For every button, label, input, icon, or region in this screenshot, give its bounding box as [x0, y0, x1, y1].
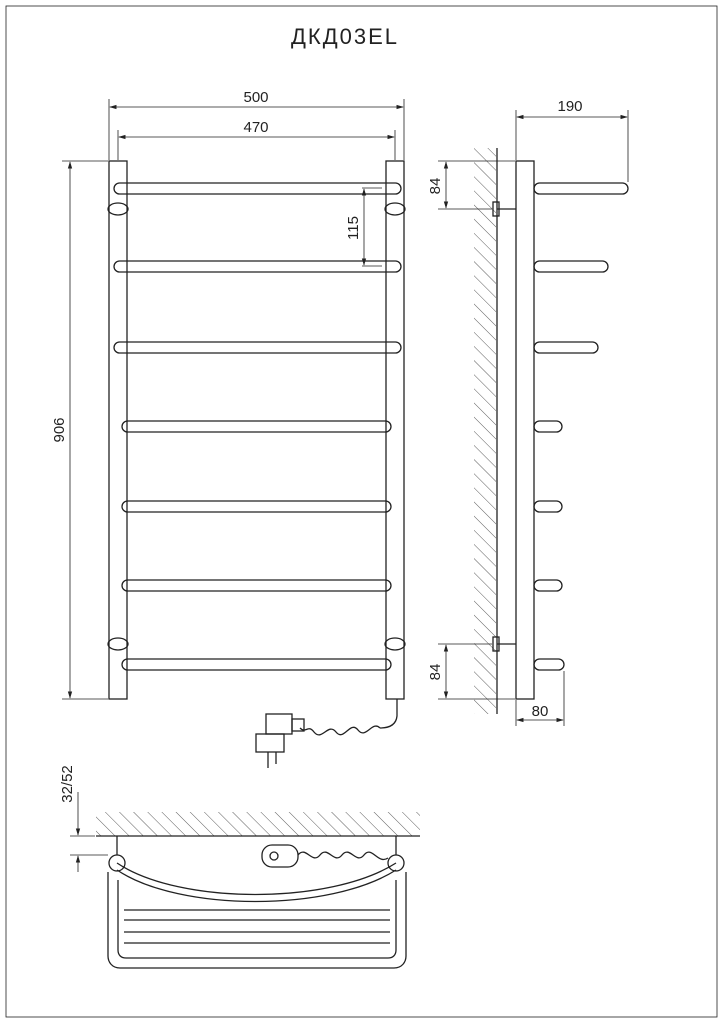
top-u-bar-outer: [107, 872, 407, 969]
bracket-top-right: [384, 202, 406, 216]
crossbar-2: [113, 260, 402, 273]
front-view: 500 470 906 115: [51, 89, 406, 768]
crossbar-4: [121, 420, 392, 433]
bracket-bottom-left: [107, 637, 129, 651]
top-curved-rail-outer: [116, 862, 397, 896]
dim-mount-top: 84: [427, 178, 444, 195]
right-rail: [385, 160, 405, 700]
dim-wall-gap: 32/52: [59, 765, 76, 803]
crossbar-6: [121, 579, 392, 592]
plug-body: [265, 713, 293, 735]
top-rail-right: [387, 854, 405, 872]
bracket-top-left: [107, 202, 129, 216]
top-rail-left: [108, 854, 126, 872]
top-view: 32/52: [59, 765, 420, 969]
side-bar-2: [533, 260, 609, 273]
top-curved-rail-inner: [116, 869, 397, 903]
dim-bar-pitch: 115: [345, 216, 362, 240]
top-plug: [261, 844, 299, 868]
plug-head: [255, 733, 285, 753]
top-u-bar-inner: [117, 880, 397, 959]
dim-depth: 190: [557, 98, 582, 115]
wall-hatching: [474, 148, 496, 714]
power-cable-start: [379, 699, 398, 729]
dim-height: 906: [51, 417, 68, 442]
dim-wall-offset: 80: [532, 703, 549, 720]
side-view: 190 84 84 80: [427, 98, 629, 726]
side-bar-6: [533, 579, 563, 592]
drawing-title: ДКД03EL: [291, 24, 399, 49]
coiled-cable: [299, 725, 381, 736]
crossbar-7: [121, 658, 392, 671]
top-coiled-cable: [297, 851, 389, 861]
drawing-frame: [5, 5, 718, 1018]
crossbar-5: [121, 500, 392, 513]
dim-inner-width: 470: [243, 119, 268, 136]
left-rail: [108, 160, 128, 700]
bracket-bottom-right: [384, 637, 406, 651]
side-bar-7: [533, 658, 565, 671]
crossbar-3: [113, 341, 402, 354]
top-wall-hatching: [96, 812, 420, 836]
side-bar-4: [533, 420, 563, 433]
crossbar-1: [113, 182, 402, 195]
dim-mount-bottom: 84: [427, 664, 444, 681]
side-rail: [515, 160, 535, 700]
side-bar-1: [533, 182, 629, 195]
dim-total-width: 500: [243, 89, 268, 106]
side-bar-3: [533, 341, 599, 354]
side-bar-5: [533, 500, 563, 513]
plug-collar: [291, 718, 305, 732]
